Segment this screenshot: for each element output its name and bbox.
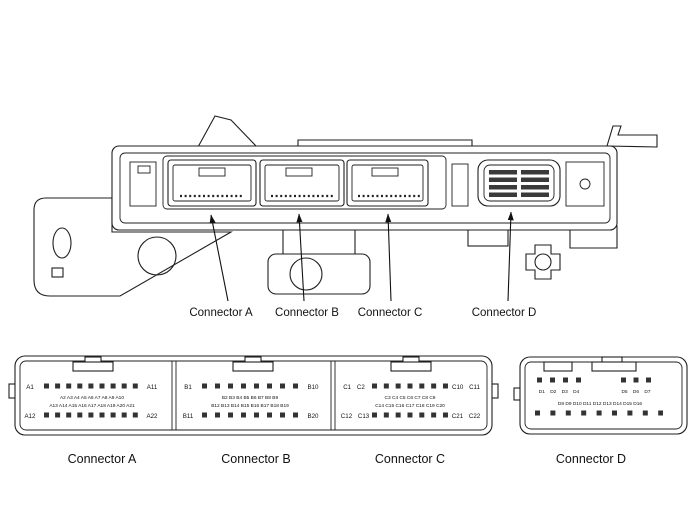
pin-labels-c14-c20: C14 C15 C16 C17 C18 C19 C20 [375, 403, 445, 409]
bottom-tab-foot [267, 253, 371, 295]
right-panel-screw [579, 178, 591, 190]
connector-recess [162, 155, 447, 210]
top-flap [197, 115, 259, 148]
pin-label-a11: A11 [147, 384, 158, 391]
mid-inner-panel [451, 163, 469, 207]
connector-d-slot [477, 159, 561, 207]
pointer-arrow-connector-a [209, 214, 229, 302]
pin-labels-c21-c22: C21 C22 [452, 413, 481, 420]
right-inner-panel [565, 161, 605, 207]
connector-c-pinout-key-tab [390, 361, 432, 372]
connector-b-slot [259, 159, 345, 207]
connector-a-slot-outer [167, 159, 257, 207]
connector-d-slot-outer [477, 159, 561, 207]
bottom-tab-hole [289, 257, 323, 291]
bracket-mounting-hole [137, 236, 177, 276]
connector-a-slot-inner [172, 164, 252, 202]
connector-d-terminal-bars [489, 170, 549, 197]
pointer-arrow-connector-c [385, 213, 392, 302]
connector-c-slot-outer [346, 159, 429, 207]
pin-labels-c12-c13: C12 C13 [341, 413, 370, 420]
connector-d-slot-inner [483, 164, 555, 202]
connector-b-slot-inner [264, 164, 340, 202]
connector-a-pinout-key-tab [72, 361, 114, 372]
pin-labels-d1-d4: D1 D2 D3 D4 [539, 389, 580, 395]
caption-connector-b: Connector B [221, 452, 290, 466]
caption-connector-c: Connector C [375, 452, 445, 466]
connector-a-slot [167, 159, 257, 207]
pointer-arrow-connector-b [296, 213, 305, 302]
connector-c-key-tab [371, 167, 399, 177]
module-top-view: Connector A Connector B Connector C Conn… [33, 115, 658, 319]
pin-labels-d5-d7: D5 D6 D7 [621, 389, 650, 395]
pin-labels-a2-a10: A2 A3 A4 A5 A6 A7 A8 A9 A10 [60, 395, 124, 401]
bracket-oval-slot [52, 227, 72, 259]
pin-labels-c1-c2: C1 C2 [343, 384, 365, 391]
pin-labels-c3-c9: C3 C4 C5 C6 C7 C8 C9 [385, 395, 436, 401]
connector-a-pinout: A1 A11 A2 A3 A4 A5 A6 A7 A8 A9 A10 A13 A… [24, 383, 158, 420]
caption-connector-a: Connector A [68, 452, 137, 466]
pin-labels-b2-b9: B2 B3 B4 B5 B6 B7 B8 B9 [222, 395, 279, 401]
bolt-cross [525, 244, 561, 280]
connector-b-key-tab [285, 167, 313, 177]
pin-label-b10: B10 [307, 384, 319, 391]
pin-label-b1: B1 [184, 384, 192, 391]
connector-a-key-tab [198, 167, 226, 177]
pin-labels-c10-c11: C10 C11 [452, 384, 481, 391]
pin-label-a1: A1 [26, 384, 34, 391]
pin-label-a12: A12 [24, 413, 36, 420]
top-right-arm [606, 125, 658, 148]
d-housing-key-tab-2 [591, 361, 637, 372]
pin-labels-d8-d16: D8 D9 D10 D11 D12 D13 D14 D15 D16 [558, 401, 643, 407]
label-connector-d: Connector D [472, 307, 537, 319]
connector-b-pinout: B1 B10 B2 B3 B4 B5 B6 B7 B8 B9 B12 B13 B… [183, 383, 319, 420]
label-connector-c: Connector C [358, 307, 423, 319]
caption-connector-d: Connector D [556, 452, 626, 466]
bracket-square-hole [51, 267, 64, 278]
connector-b-slot-outer [259, 159, 345, 207]
connector-b-pinout-key-tab [232, 361, 274, 372]
left-inner-panel-slot [137, 165, 151, 174]
connector-c-pinout: C1 C2 C10 C11 C3 C4 C5 C6 C7 C8 C9 C14 C… [341, 383, 481, 420]
connector-c-slot [346, 159, 429, 207]
connector-c-slot-inner [351, 164, 424, 202]
connector-d-pinout: D1 D2 D3 D4 D5 D6 D7 D8 D9 D10 D11 D12 D… [535, 377, 663, 416]
pin-label-b11: B11 [183, 413, 194, 420]
pointer-arrow-connector-d [507, 211, 514, 302]
left-mounting-bracket [33, 197, 234, 297]
pin-labels-b12-b19: B12 B13 B14 B15 B16 B17 B18 B19 [211, 403, 289, 409]
pin-labels-a13-a21: A13 A14 A15 A16 A17 A18 A19 A20 A21 [49, 403, 135, 409]
top-raised-lip [297, 139, 473, 146]
pin-label-a22: A22 [146, 413, 158, 420]
pinout-view: A1 A11 A2 A3 A4 A5 A6 A7 A8 A9 A10 A13 A… [8, 355, 688, 466]
pin-label-b20: B20 [307, 413, 319, 420]
d-housing-key-tab-1 [543, 361, 573, 372]
module-body-inner-outline [119, 152, 611, 224]
left-inner-panel [129, 161, 157, 207]
label-connector-a: Connector A [189, 307, 253, 319]
bolt-circle [534, 253, 552, 271]
label-connector-b: Connector B [275, 307, 339, 319]
